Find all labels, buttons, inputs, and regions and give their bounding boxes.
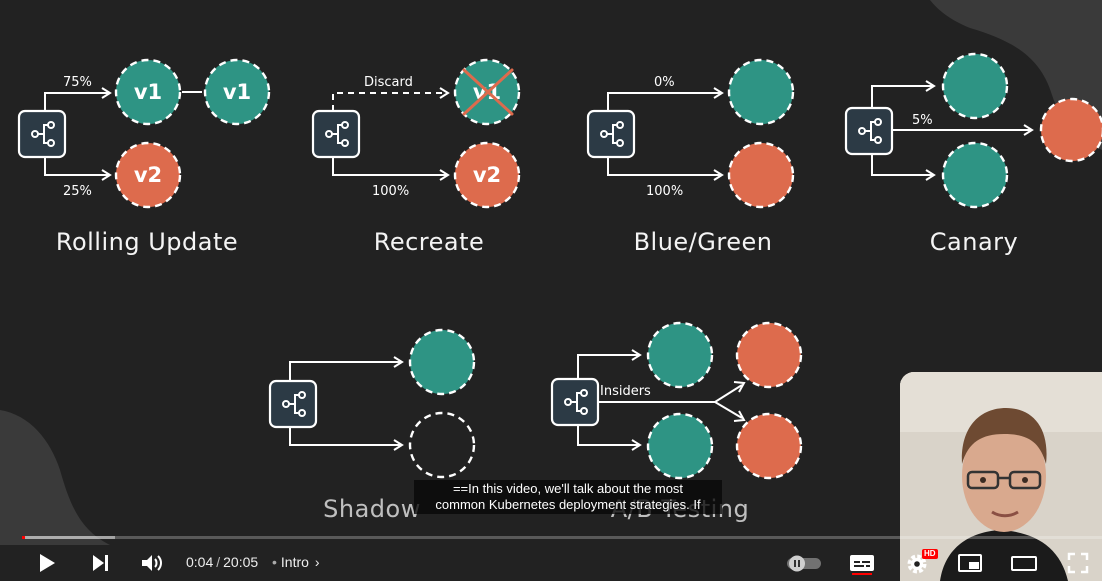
version-label-v1: v1 xyxy=(134,80,162,104)
settings-icon xyxy=(907,554,927,574)
label-100: 100% xyxy=(372,184,409,199)
title-canary: Canary xyxy=(930,228,1018,256)
fullscreen-button[interactable] xyxy=(1062,545,1094,581)
arrow-recreate-discard xyxy=(332,92,446,111)
arrow-ab-top xyxy=(577,354,638,379)
version-circle-v2 xyxy=(453,141,521,209)
arrow-canary-bottom xyxy=(871,154,932,176)
player-controls: 0:04/20:05 •Intro › HD xyxy=(0,545,1102,581)
subtitles-icon xyxy=(850,555,874,575)
time-display: 0:04/20:05 xyxy=(186,554,258,570)
volume-button[interactable] xyxy=(136,545,168,581)
chevron-right-icon: › xyxy=(314,554,320,570)
version-label-v1-second: v1 xyxy=(223,80,251,104)
arrow-recreate-bottom xyxy=(332,157,446,176)
title-recreate: Recreate xyxy=(374,228,485,256)
arrow-shadow-top xyxy=(289,361,400,381)
stable-circle-bottom xyxy=(941,141,1009,209)
arrow-rolling-bottom xyxy=(44,157,108,176)
current-time: 0:04 xyxy=(186,554,214,570)
theater-mode-button[interactable] xyxy=(1008,545,1040,581)
progress-bar[interactable] xyxy=(22,536,1102,539)
canary-circle xyxy=(1039,97,1102,163)
settings-button[interactable]: HD xyxy=(900,545,938,581)
next-button[interactable] xyxy=(84,545,116,581)
presenter-webcam xyxy=(900,372,1102,581)
progress-buffered xyxy=(22,536,115,539)
miniplayer-icon xyxy=(958,554,982,572)
shadow-circle xyxy=(408,411,476,479)
arrow-bluegreen-bottom xyxy=(607,157,720,176)
autoplay-toggle[interactable] xyxy=(784,545,824,581)
label-insiders: Insiders xyxy=(600,384,651,399)
version-circle-v1 xyxy=(114,58,182,126)
label-discard: Discard xyxy=(364,75,413,90)
arrow-ab-bottom xyxy=(577,425,638,446)
play-button[interactable] xyxy=(28,545,64,581)
green-circle xyxy=(727,141,795,209)
label-0: 0% xyxy=(654,75,675,90)
title-shadow: Shadow xyxy=(323,495,421,523)
version-circle-v1-second xyxy=(203,58,271,126)
corner-blob-top-right xyxy=(930,0,1102,150)
arrow-bluegreen-top xyxy=(607,92,720,111)
stable-circle-top xyxy=(941,52,1009,120)
arrow-canary-top xyxy=(871,85,932,108)
duration: 20:05 xyxy=(223,554,259,570)
hd-badge: HD xyxy=(922,549,938,559)
chapter-button[interactable]: •Intro › xyxy=(272,554,320,570)
caption-box: ==In this video, we'll talk about the mo… xyxy=(414,480,722,514)
next-icon xyxy=(93,555,108,571)
label-75: 75% xyxy=(63,75,92,90)
volume-icon xyxy=(142,555,162,571)
caption-line-1: ==In this video, we'll talk about the mo… xyxy=(452,481,684,496)
cross-icon xyxy=(462,68,514,116)
chapter-title: Intro xyxy=(280,554,309,570)
label-100: 100% xyxy=(646,184,683,199)
section-blue-green: 0% 100% Blue/Green xyxy=(586,58,795,256)
label-25: 25% xyxy=(63,184,92,199)
variant-b-circle-bottom xyxy=(735,412,803,480)
arrow-ab-insiders xyxy=(598,384,743,419)
blue-circle xyxy=(727,58,795,126)
subtitles-button[interactable] xyxy=(846,545,878,581)
autoplay-toggle-icon xyxy=(787,555,821,572)
miniplayer-button[interactable] xyxy=(954,545,986,581)
variant-a-circle-bottom xyxy=(646,412,714,480)
play-icon xyxy=(40,554,55,572)
presenter-image xyxy=(900,372,1102,581)
live-circle xyxy=(408,328,476,396)
time-separator: / xyxy=(216,554,221,570)
section-rolling-update: 75% 25% v1 v1 v2 Rolling Update xyxy=(17,58,271,256)
arrow-rolling-top xyxy=(44,92,108,111)
theater-mode-icon xyxy=(1011,556,1037,571)
fullscreen-icon xyxy=(1067,552,1089,574)
chapter-dot-icon: • xyxy=(272,554,277,570)
title-rolling-update: Rolling Update xyxy=(56,228,238,256)
section-canary: 5% Canary xyxy=(844,52,1102,256)
caption-line-2: common Kubernetes deployment strategies.… xyxy=(435,497,701,512)
title-blue-green: Blue/Green xyxy=(634,228,773,256)
variant-b-circle-top xyxy=(735,321,803,389)
corner-blob-bottom-left xyxy=(0,410,110,545)
version-label-v2: v2 xyxy=(473,163,501,187)
variant-a-circle-top xyxy=(646,321,714,389)
version-circle-v2 xyxy=(114,141,182,209)
label-5: 5% xyxy=(912,113,933,128)
version-label-v2: v2 xyxy=(134,163,162,187)
arrow-shadow-bottom xyxy=(289,427,400,446)
section-shadow: Shadow xyxy=(268,328,476,523)
section-recreate: Discard 100% v1 v2 Recreate xyxy=(311,58,521,256)
progress-played xyxy=(22,536,26,539)
